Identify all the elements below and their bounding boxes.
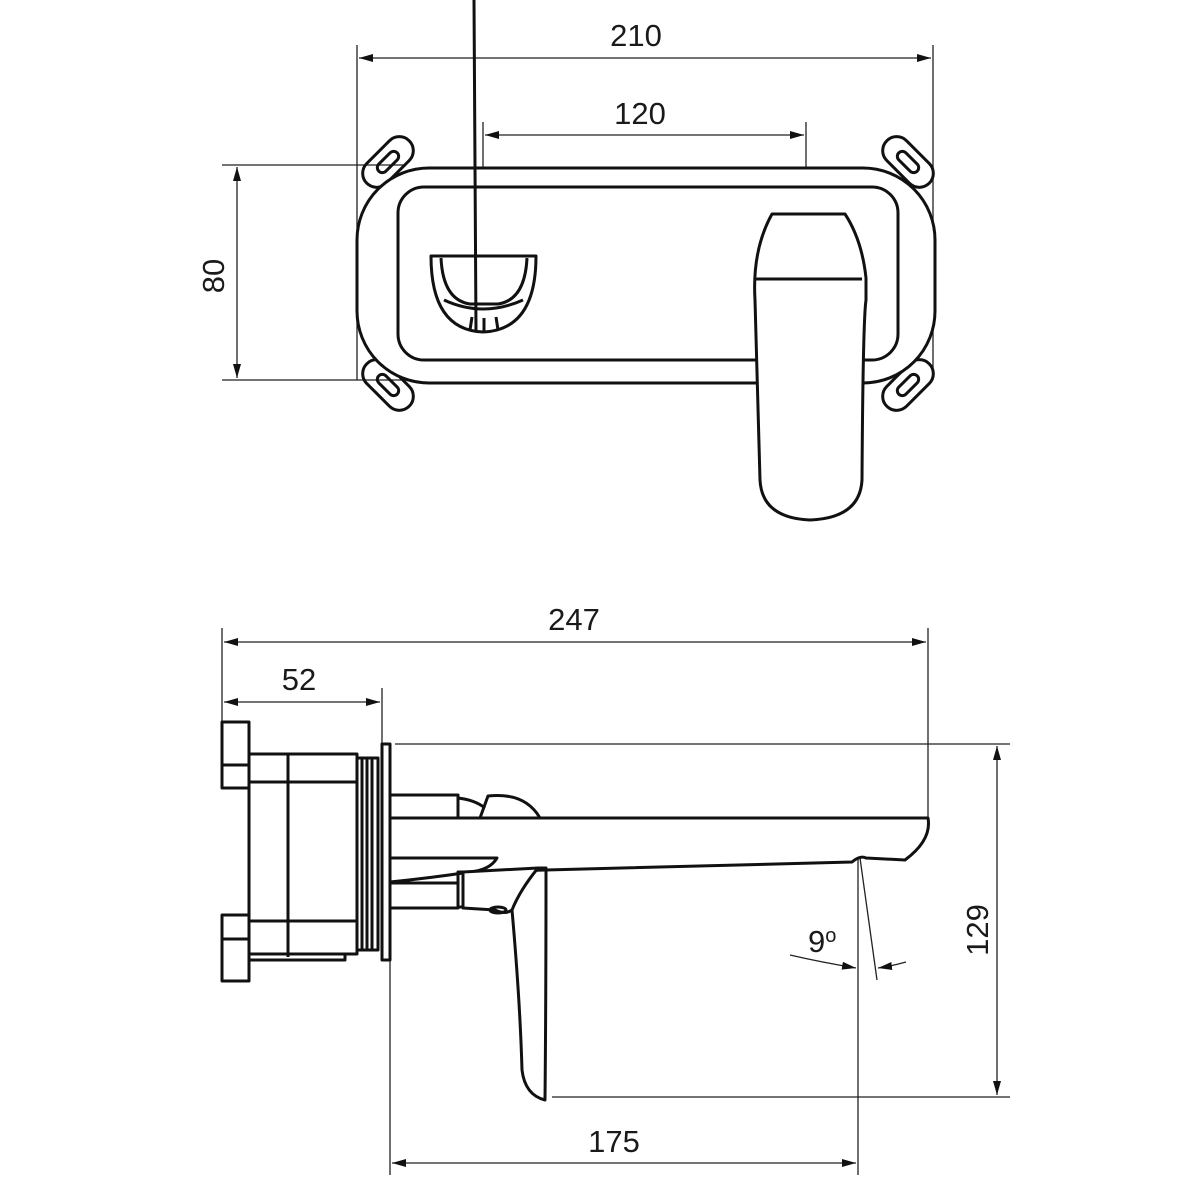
in-wall-valve-body <box>220 720 392 983</box>
dimension-overall-width: 210 <box>356 18 934 380</box>
dim-label-52: 52 <box>282 662 316 697</box>
dimension-flow-angle: 9o <box>789 857 907 981</box>
side-view: 247 52 129 175 9o <box>220 602 1010 1175</box>
dim-label-9-degrees: 9o <box>808 924 836 959</box>
dimension-spout-reach: 175 <box>389 858 859 1175</box>
dimension-center-distance: 120 <box>482 96 807 268</box>
dim-label-247: 247 <box>548 602 600 637</box>
top-view: 210 120 80 <box>196 0 937 522</box>
dim-label-129: 129 <box>960 904 995 956</box>
dim-label-120: 120 <box>614 96 666 131</box>
spout-outlet <box>429 0 538 334</box>
dimension-overall-length: 247 <box>221 602 929 818</box>
dim-label-175: 175 <box>588 1124 640 1159</box>
cover-plate-inner <box>396 185 900 362</box>
dimension-wall-depth: 52 <box>224 662 383 744</box>
dimension-height: 129 <box>395 743 1010 1098</box>
dim-label-210: 210 <box>610 18 662 53</box>
dimension-plate-height: 80 <box>196 164 405 381</box>
lever-handle-top <box>753 212 868 522</box>
lever-handle-side <box>461 866 548 1102</box>
dim-label-80: 80 <box>196 259 231 293</box>
